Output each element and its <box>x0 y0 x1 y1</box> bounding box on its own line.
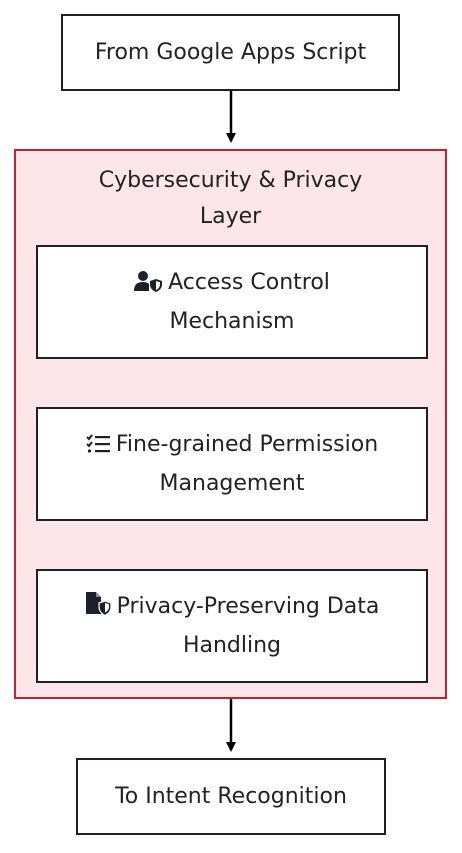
access-control-node: Access Control Mechanism <box>36 245 428 359</box>
layer-title: Cybersecurity & Privacy Layer <box>16 163 445 235</box>
user-shield-icon <box>134 268 163 304</box>
layer-title-line2: Layer <box>199 204 262 229</box>
file-shield-icon <box>85 591 112 628</box>
target-node: To Intent Recognition <box>76 758 386 835</box>
cybersecurity-privacy-layer: Cybersecurity & Privacy Layer Access Con… <box>14 149 447 699</box>
list-check-icon <box>86 430 110 466</box>
permission-management-line1: Fine-grained Permission <box>115 431 379 457</box>
privacy-data-handling-line1: Privacy-Preserving Data <box>116 593 380 619</box>
privacy-data-handling-line2: Handling <box>182 632 282 658</box>
access-control-line1: Access Control <box>168 269 330 295</box>
target-node-label: To Intent Recognition <box>115 783 347 809</box>
source-node-label: From Google Apps Script <box>94 39 367 65</box>
permission-management-line2: Management <box>159 470 305 496</box>
access-control-line2: Mechanism <box>169 308 295 334</box>
layer-title-line1: Cybersecurity & Privacy <box>98 168 363 193</box>
source-node: From Google Apps Script <box>61 14 400 91</box>
privacy-data-handling-node: Privacy-Preserving Data Handling <box>36 569 428 683</box>
permission-management-node: Fine-grained Permission Management <box>36 407 428 521</box>
